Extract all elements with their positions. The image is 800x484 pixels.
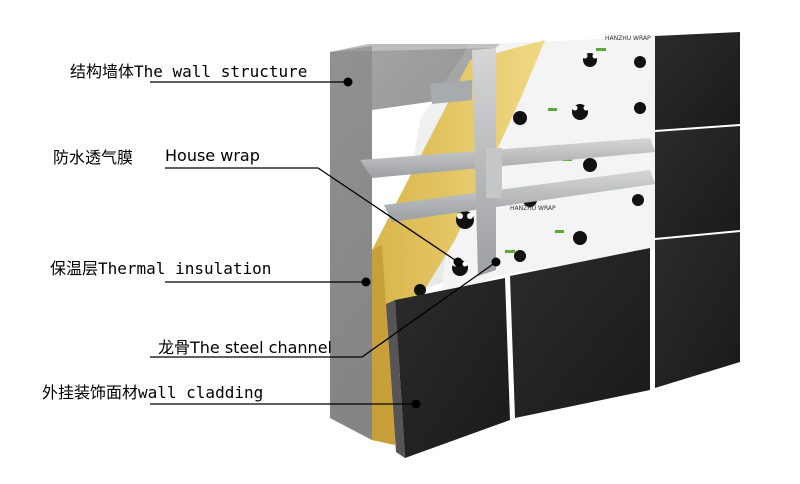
wrap-print-marks (414, 53, 646, 296)
leader-dot-steel-channel (491, 257, 501, 267)
cladding-panel-top-right (655, 32, 740, 130)
cladding-edge (386, 300, 405, 458)
label-wall-cladding: 外挂装饰面材wall cladding (42, 383, 264, 402)
leader-dot-cladding (411, 399, 421, 409)
label-wall-structure: 结构墙体The wall structure (70, 62, 308, 81)
cladding-panel-right (655, 232, 740, 388)
cladding-panel-left (395, 278, 510, 458)
label-steel-channel: 龙骨The steel channel (158, 338, 332, 357)
wrap-brand-print-top: HANZHU WRAP (605, 35, 651, 42)
leader-dots (343, 77, 501, 409)
cladding-panel-center (510, 248, 650, 418)
leader-dot-wall (343, 77, 353, 87)
leader-dot-house-wrap (453, 257, 463, 267)
label-house-wrap-cn: 防水透气膜 (53, 148, 134, 167)
concrete-wall-side (330, 46, 372, 440)
leader-line-house-wrap (165, 167, 459, 263)
steel-clip (486, 148, 502, 198)
wrap-brand-print: HANZHU WRAP (510, 205, 556, 212)
steel-channel-middle (384, 170, 655, 222)
steel-channel-vertical (472, 48, 496, 276)
insulation-edge (372, 245, 395, 445)
steel-channel-upper (360, 138, 655, 178)
label-thermal-insulation: 保温层Thermal insulation (50, 259, 272, 278)
cladding-panel-mid-right (655, 126, 740, 238)
leader-lines (150, 81, 497, 405)
leader-line-steel-channel (150, 261, 497, 358)
leader-dot-insulation (361, 277, 371, 287)
steel-bracket (430, 80, 472, 104)
label-house-wrap-en: House wrap (165, 146, 260, 165)
